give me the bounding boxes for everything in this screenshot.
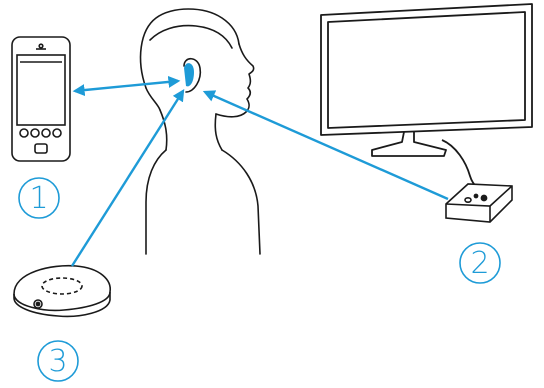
- remote-mic-to-hearing-aid-arrow: [72, 91, 183, 266]
- label-remote-mic: 3: [38, 341, 78, 381]
- smartphone-icon: [12, 37, 70, 161]
- label-tv-streamer-number: 2: [470, 246, 489, 281]
- label-phone: 1: [19, 178, 59, 218]
- hearing-aid-icon: [184, 63, 194, 86]
- label-phone-number: 1: [29, 181, 48, 216]
- streamer-to-hearing-aid-arrow: [205, 92, 448, 199]
- tv-monitor-icon: [321, 4, 532, 194]
- tv-streamer-box-icon: [446, 184, 512, 222]
- remote-microphone-icon: [14, 266, 110, 317]
- phone-to-hearing-aid-arrow: [75, 81, 178, 91]
- label-tv-streamer: 2: [460, 243, 500, 283]
- label-remote-mic-number: 3: [48, 344, 67, 379]
